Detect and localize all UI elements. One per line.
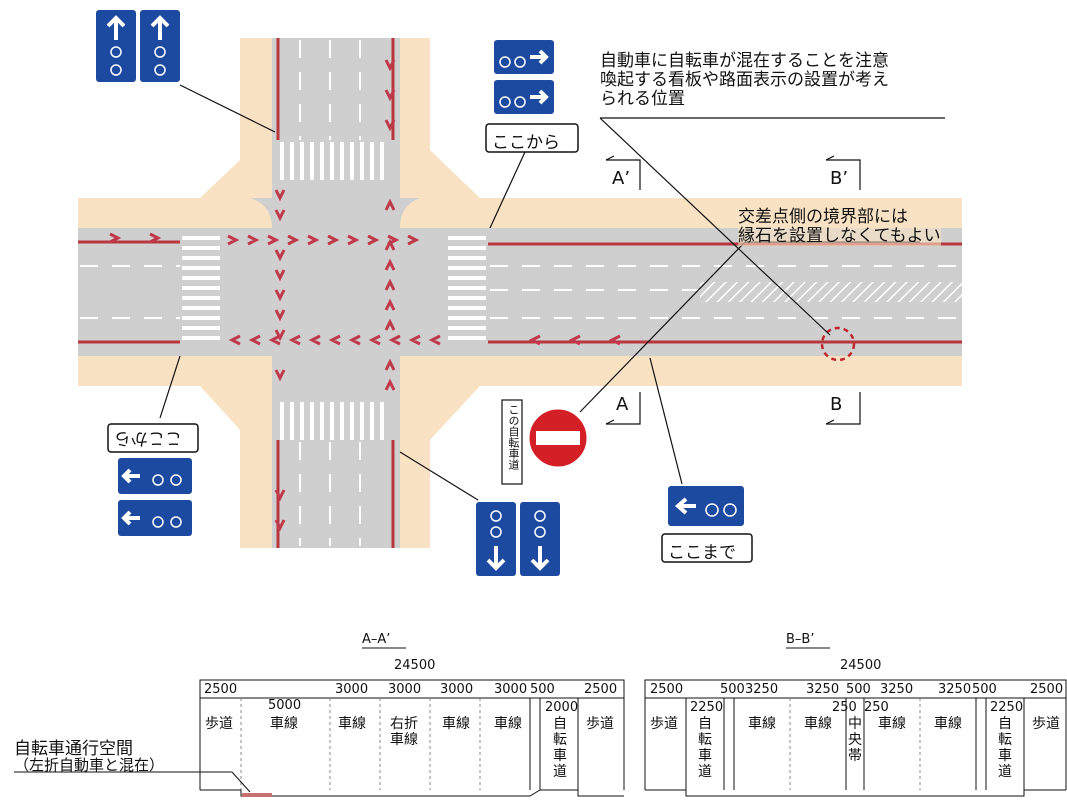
section-aa-title: A–A’ <box>362 632 391 647</box>
aa-lane-5: 車線 <box>494 716 522 732</box>
bb-lane-5: 車線 <box>878 716 906 732</box>
aa-w-2: 3000 <box>335 682 369 697</box>
bb-w-1: 2250 <box>690 700 724 715</box>
caution-area-text: 自動車に自転車が混在することを注意 喚起する看板や路面表示の設置が考え られる位… <box>600 51 889 109</box>
section-bb <box>644 647 1067 797</box>
aa-w-4: 3000 <box>440 682 474 697</box>
here-until-label: ここまで <box>668 543 736 563</box>
curb-note: 交差点側の境界部には 縁石を設置しなくてもよい <box>738 208 941 246</box>
section-bb-title: B–B’ <box>786 632 815 647</box>
bb-w-0: 2500 <box>650 682 684 697</box>
bb-w-5: 500 <box>846 682 871 697</box>
crosswalk-north <box>280 142 384 180</box>
bike-space-note: （左折自動車と混在） <box>14 756 165 774</box>
aa-w-5: 3000 <box>494 682 528 697</box>
here-from-flipped-plate <box>107 423 199 453</box>
bb-w-12: 2500 <box>1030 682 1064 697</box>
marker-b: B <box>830 394 843 415</box>
bb-w-6: 250 <box>832 700 857 715</box>
here-from-label: ここから <box>492 133 560 153</box>
bb-lane-3: 車線 <box>804 716 832 732</box>
section-aa <box>199 647 625 797</box>
bb-w-8: 3250 <box>880 682 914 697</box>
aa-w-1: 5000 <box>268 698 302 713</box>
bb-w-2: 500 <box>720 682 745 697</box>
sign-sw-bike-left <box>118 458 192 536</box>
aa-w-3: 3000 <box>388 682 422 697</box>
aa-w-7: 2000 <box>545 700 579 715</box>
this-bike-path-label: この自転車道 <box>507 404 520 470</box>
aa-lane-1: 車線 <box>270 716 298 732</box>
bb-w-11: 2250 <box>990 700 1024 715</box>
bb-w-7: 250 <box>864 700 889 715</box>
crosswalks <box>182 142 486 440</box>
sign-se-bike-down <box>476 502 560 576</box>
aa-w-0: 2500 <box>204 682 238 697</box>
here-until-plate <box>661 533 753 563</box>
crosswalk-south <box>280 402 384 440</box>
no-entry-sign <box>501 399 590 485</box>
aa-lane-0: 歩道 <box>205 716 233 732</box>
bb-w-4: 3250 <box>806 682 840 697</box>
caution-circle <box>820 326 856 362</box>
aa-lane-4: 車線 <box>442 716 470 732</box>
leader-lines <box>159 84 945 501</box>
sign-nw-bike-up <box>96 10 180 82</box>
bb-lane-0: 歩道 <box>650 716 678 732</box>
crosswalk-west <box>182 236 220 340</box>
bb-w-10: 500 <box>972 682 997 697</box>
aa-w-6: 500 <box>530 682 555 697</box>
aa-lane-6: 自 転 車 道 <box>553 716 567 780</box>
marker-b-prime: B’ <box>830 168 849 189</box>
section-aa-total: 24500 <box>394 658 436 673</box>
here-from-flipped-label: ここから <box>114 428 182 448</box>
marker-a: A <box>616 394 629 415</box>
bb-lane-6: 車線 <box>934 716 962 732</box>
section-bb-total: 24500 <box>840 658 882 673</box>
bike-space-label: 自転車通行空間 <box>14 739 133 759</box>
aa-lane-3: 右折 車線 <box>390 716 418 748</box>
median-hatching <box>700 282 962 302</box>
section-cut-markers <box>605 155 861 425</box>
aa-lane-7: 歩道 <box>586 716 614 732</box>
bb-lane-7: 自 転 車 道 <box>998 716 1012 780</box>
crosswalk-east <box>448 236 486 340</box>
aa-w-8: 2500 <box>584 682 618 697</box>
bb-lane-2: 車線 <box>748 716 776 732</box>
bb-lane-4: 中 央 帯 <box>848 716 862 764</box>
bb-w-9: 3250 <box>938 682 972 697</box>
bb-lane-8: 歩道 <box>1032 716 1060 732</box>
caution-area-note: 自動車に自転車が混在することを注意 喚起する看板や路面表示の設置が考え られる位… <box>600 52 889 109</box>
aa-lane-2: 車線 <box>338 716 366 732</box>
bb-lane-1: 自 転 車 道 <box>698 716 712 780</box>
chevron-markings <box>109 59 621 532</box>
here-from-plate <box>485 123 579 153</box>
bb-w-3: 3250 <box>745 682 779 697</box>
sign-ne-bike-right <box>494 40 554 114</box>
callout-leader <box>231 771 251 793</box>
curb-note-text: 交差点側の境界部には 縁石を設置しなくてもよい <box>738 207 941 246</box>
sign-end-bike-left <box>668 486 744 526</box>
marker-a-prime: A’ <box>612 168 631 189</box>
